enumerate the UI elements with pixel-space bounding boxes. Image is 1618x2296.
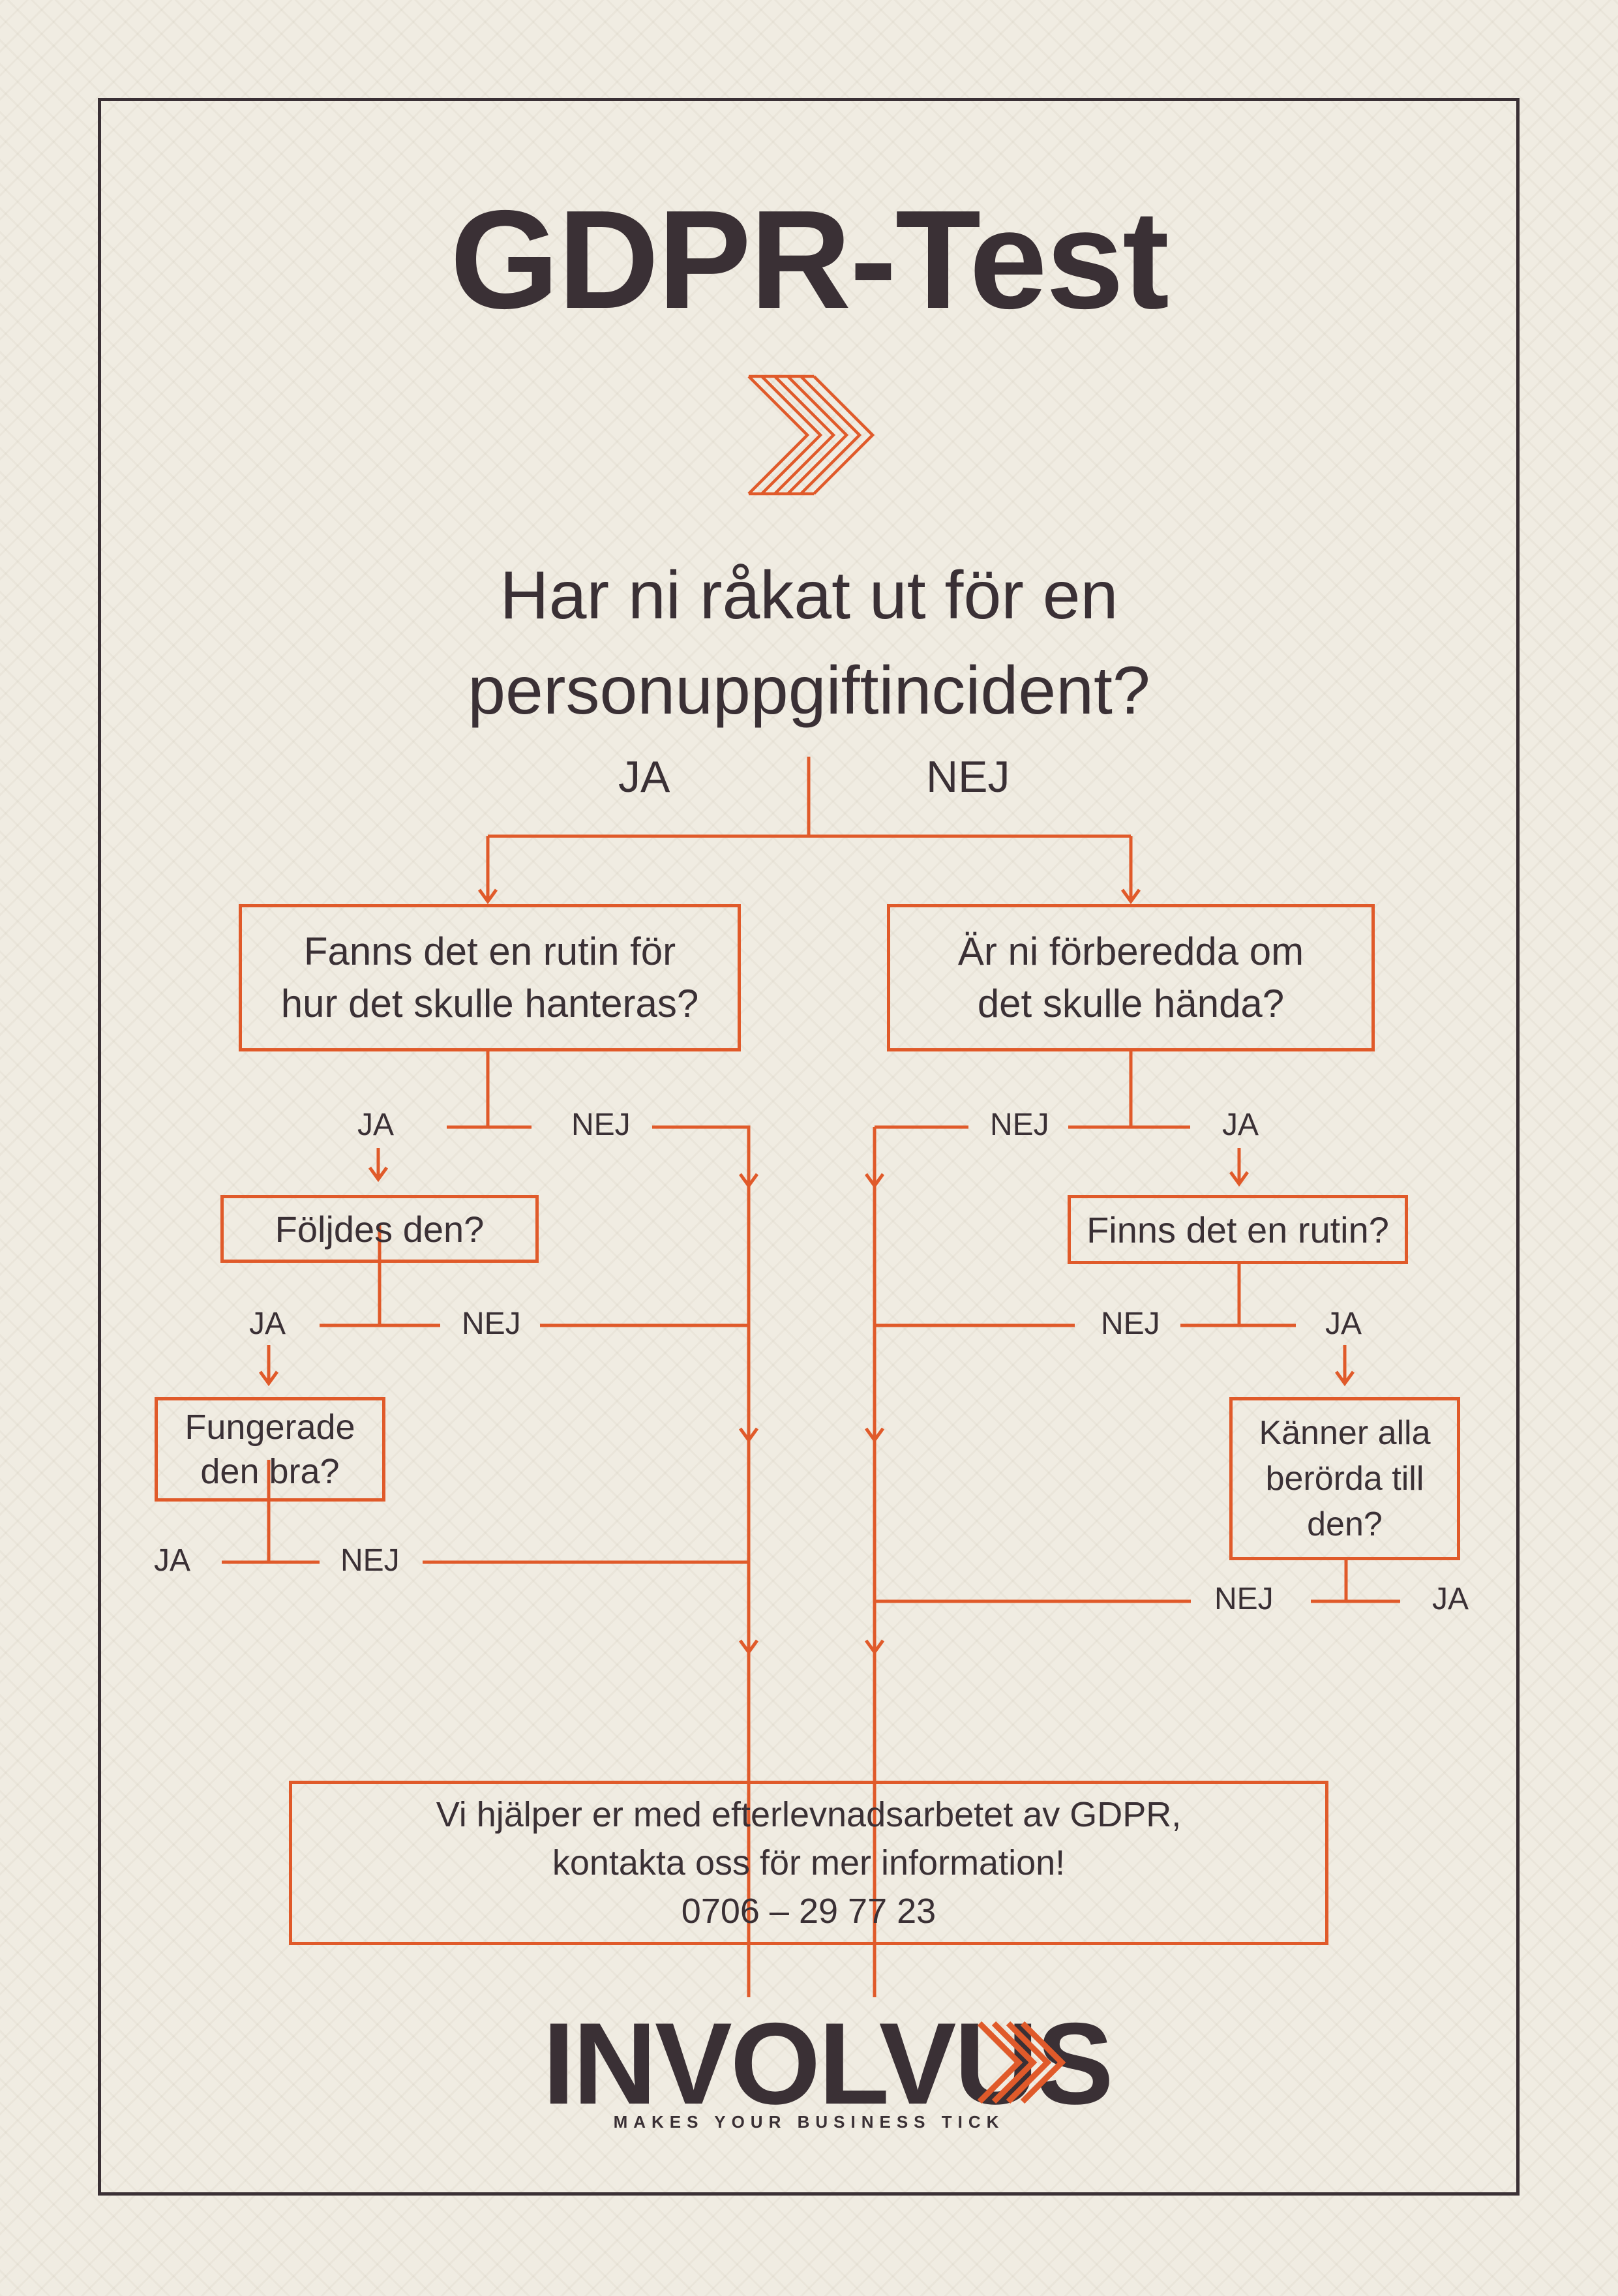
involvus-chevron-logo-icon: [747, 374, 875, 496]
left-q3-yes-label: JA: [154, 1543, 191, 1578]
right-question-everyone-knows: Känner alla berörda till den?: [1229, 1397, 1460, 1560]
left-q2-yes-label: JA: [249, 1307, 286, 1341]
left-q2-no-label: NEJ: [462, 1307, 521, 1341]
poster-frame: [98, 98, 1520, 2196]
main-question-line-1: Har ni råkat ut för en: [500, 558, 1118, 633]
right-q1-yes-label: JA: [1222, 1108, 1259, 1142]
left-q3-no-label: NEJ: [340, 1543, 400, 1578]
right-question-routine-exists: Finns det en rutin?: [1068, 1195, 1408, 1264]
arrow-down-icon: [258, 888, 1355, 1655]
left-question-followed: Följdes den?: [220, 1195, 539, 1263]
right-question-prepared: Är ni förberedda om det skulle hända?: [887, 904, 1375, 1051]
right-q1-no-label: NEJ: [990, 1108, 1049, 1142]
right-q2-yes-label: JA: [1325, 1307, 1362, 1341]
right-q3-no-label: NEJ: [1214, 1582, 1274, 1616]
right-q2-no-label: NEJ: [1101, 1307, 1160, 1341]
left-q1-no-label: NEJ: [571, 1108, 631, 1142]
top-branch-no: NEJ: [926, 752, 1010, 802]
involvus-chevron-logo-icon: [977, 2021, 1066, 2104]
poster-title: GDPR-Test: [450, 181, 1169, 338]
result-contact-box: Vi hjälper er med efterlevnadsarbetet av…: [289, 1781, 1328, 1945]
right-q3-yes-label: JA: [1432, 1582, 1469, 1616]
left-question-routine: Fanns det en rutin för hur det skulle ha…: [239, 904, 741, 1051]
main-question-line-2: personuppgiftincident?: [468, 653, 1150, 729]
main-question: Har ni råkat ut för en personuppgiftinci…: [0, 548, 1618, 738]
brand-tagline: MAKES YOUR BUSINESS TICK: [613, 2112, 1005, 2132]
top-branch-yes: JA: [618, 752, 670, 802]
left-question-worked-well: Fungerade den bra?: [155, 1397, 385, 1502]
left-q1-yes-label: JA: [357, 1108, 395, 1142]
